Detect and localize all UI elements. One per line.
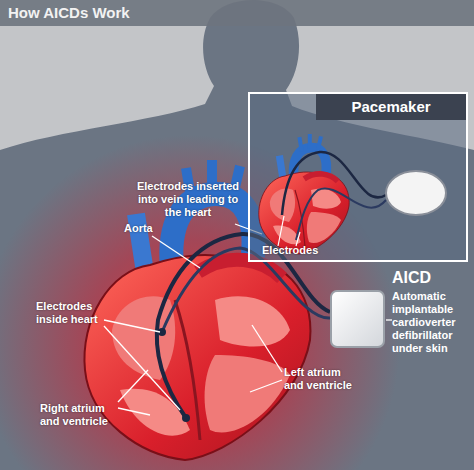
inset-label: Electrodes <box>262 244 332 257</box>
callout-label: Aorta <box>124 222 174 235</box>
inset-heart <box>259 134 349 254</box>
leader-line <box>118 408 150 415</box>
callout-label: Right atrium and ventricle <box>40 402 120 428</box>
leader-line <box>250 380 282 392</box>
device-name: AICD <box>392 268 431 287</box>
pacemaker-inset: Pacemaker <box>248 92 468 262</box>
electrode-tip <box>182 414 190 422</box>
leader-line <box>104 326 180 410</box>
leader-line <box>152 236 200 268</box>
inset-leader-lines <box>278 216 300 246</box>
inset-lead <box>282 152 386 215</box>
aicd-device: AICDAutomatic implantable cardioverter d… <box>330 290 385 348</box>
callout-label: Left atrium and ventricle <box>284 366 352 392</box>
title: How AICDs Work <box>8 4 130 22</box>
callout-label: Electrodes inserted into vein leading to… <box>132 180 244 219</box>
inset-lead <box>296 189 386 240</box>
callout-label: Electrodes inside heart <box>36 300 106 326</box>
inset-heart-shape <box>259 134 349 254</box>
device-description: Automatic implantable cardioverter defib… <box>392 290 474 355</box>
leader-line <box>386 319 392 320</box>
leader-line <box>118 370 148 402</box>
inset-header: Pacemaker <box>316 94 466 120</box>
title-band: How AICDs Work <box>0 0 474 26</box>
leader-line <box>104 320 160 332</box>
pacemaker-device <box>386 171 446 215</box>
leader-line <box>252 325 282 372</box>
